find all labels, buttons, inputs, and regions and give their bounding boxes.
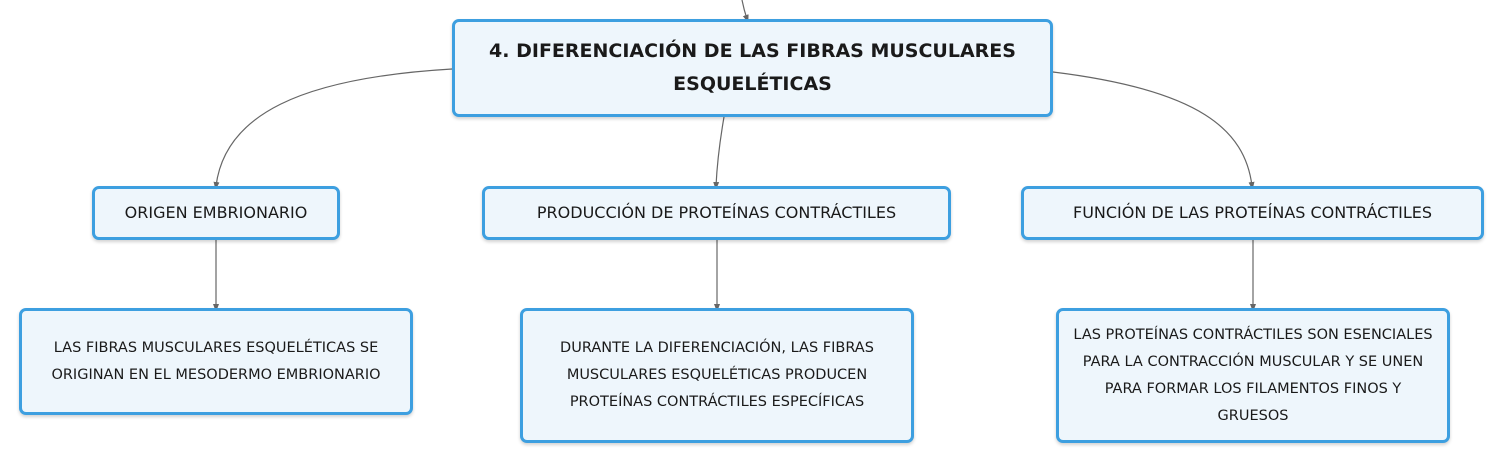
branch-node-label: FUNCIÓN DE LAS PROTEÍNAS CONTRÁCTILES xyxy=(1072,203,1432,222)
detail-node-text: LAS FIBRAS MUSCULARES ESQUELÉTICAS SE OR… xyxy=(51,339,381,383)
detail-node-text: LAS PROTEÍNAS CONTRÁCTILES SON ESENCIALE… xyxy=(1073,326,1433,424)
branch-node-label: PRODUCCIÓN DE PROTEÍNAS CONTRÁCTILES xyxy=(536,203,897,222)
detail-node-funcion-proteinas[interactable]: LAS PROTEÍNAS CONTRÁCTILES SON ESENCIALE… xyxy=(1056,308,1450,443)
detail-node-produccion-proteinas[interactable]: DURANTE LA DIFERENCIACIÓN, LAS FIBRAS MU… xyxy=(520,308,914,443)
branch-node-funcion-proteinas[interactable]: FUNCIÓN DE LAS PROTEÍNAS CONTRÁCTILES xyxy=(1021,186,1484,240)
root-node[interactable]: 4. DIFERENCIACIÓN DE LAS FIBRAS MUSCULAR… xyxy=(452,19,1053,117)
root-node-label: 4. DIFERENCIACIÓN DE LAS FIBRAS MUSCULAR… xyxy=(489,40,1016,95)
branch-node-produccion-proteinas[interactable]: PRODUCCIÓN DE PROTEÍNAS CONTRÁCTILES xyxy=(482,186,951,240)
detail-node-text: DURANTE LA DIFERENCIACIÓN, LAS FIBRAS MU… xyxy=(560,340,874,410)
connector-root-to-origen xyxy=(213,68,453,190)
connector-parent-to-root xyxy=(741,0,749,23)
branch-node-label: ORIGEN EMBRIONARIO xyxy=(124,203,308,222)
connector-root-to-funcion xyxy=(1052,71,1255,190)
branch-node-origen-embrionario[interactable]: ORIGEN EMBRIONARIO xyxy=(92,186,340,240)
connector-root-to-produccion xyxy=(713,116,725,190)
detail-node-origen-embrionario[interactable]: LAS FIBRAS MUSCULARES ESQUELÉTICAS SE OR… xyxy=(19,308,413,415)
